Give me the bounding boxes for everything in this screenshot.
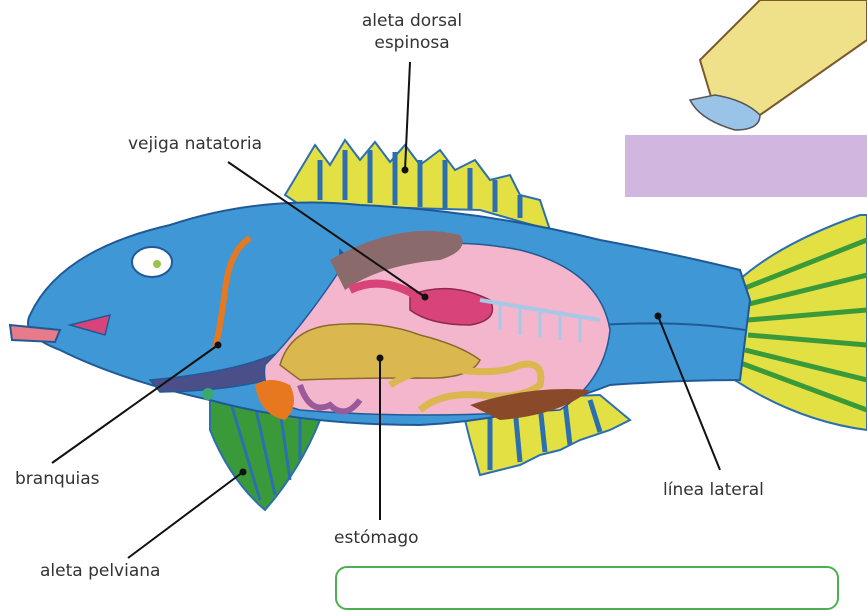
label-dorsal-line2: espinosa <box>347 32 477 54</box>
label-lateral-line: línea lateral <box>663 479 764 501</box>
label-pelvic-fin: aleta pelviana <box>40 560 160 582</box>
label-dorsal-fin: aleta dorsal espinosa <box>347 10 477 54</box>
label-swim-bladder: vejiga natatoria <box>128 133 262 155</box>
label-stomach: estómago <box>334 527 419 549</box>
pencil-icon <box>625 0 867 197</box>
label-gills: branquias <box>15 468 100 490</box>
text-box-frame <box>335 566 839 610</box>
label-dorsal-line1: aleta dorsal <box>347 10 477 32</box>
